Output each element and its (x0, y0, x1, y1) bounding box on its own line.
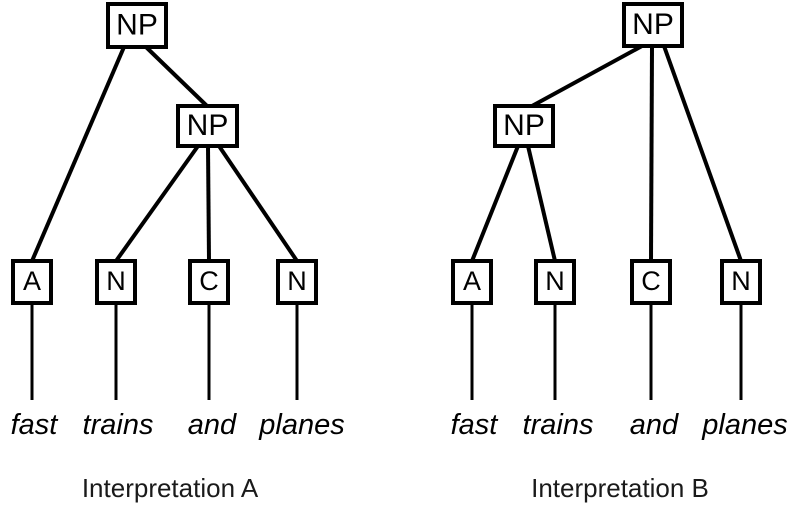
node-label-b-pos-n1: N (545, 266, 565, 296)
node-a-pos-c: C (188, 259, 230, 305)
node-label-b-pos-a: A (463, 266, 481, 296)
node-label-b-pos-n2: N (731, 266, 751, 296)
node-label-b-pos-c: C (641, 266, 661, 296)
word-label-interpretation-b-fast: fast (451, 409, 500, 441)
tree-edge-a-np-sub-to-a-pos-n1 (114, 144, 200, 263)
tree-edge-b-np-sub-to-b-pos-n1 (526, 145, 557, 262)
tree-edge-a-np-root-to-a-pos-a (30, 46, 126, 262)
node-b-pos-n1: N (534, 259, 576, 305)
node-label-a-np-root: NP (116, 8, 158, 41)
node-a-pos-n2: N (276, 259, 318, 305)
node-b-pos-c: C (630, 259, 672, 305)
word-label-interpretation-b-and: and (630, 409, 679, 441)
tree-edge-a-np-sub-to-a-pos-n2 (217, 144, 299, 263)
word-label-interpretation-b-trains: trains (523, 409, 594, 441)
node-box-a-pos-c (188, 259, 230, 305)
node-a-np-sub: NP (176, 104, 239, 148)
tree-edge-a-np-sub-to-a-pos-c (206, 145, 211, 262)
node-box-a-pos-a (11, 259, 53, 305)
node-a-pos-a: A (11, 259, 53, 305)
node-box-b-pos-c (630, 259, 672, 305)
node-label-a-pos-c: C (199, 266, 219, 296)
node-box-a-np-root (106, 2, 168, 49)
node-box-b-pos-n1 (534, 259, 576, 305)
node-a-pos-n1: N (95, 259, 137, 305)
node-label-a-np-sub: NP (187, 109, 229, 142)
node-box-a-pos-n2 (276, 259, 318, 305)
node-box-b-np-sub (493, 104, 555, 148)
node-a-np-root: NP (106, 2, 168, 49)
word-label-interpretation-a-and: and (188, 409, 237, 441)
node-box-a-np-sub (176, 104, 239, 148)
word-label-interpretation-b-planes: planes (701, 409, 787, 441)
node-b-pos-a: A (451, 259, 493, 305)
word-label-interpretation-a-trains: trains (83, 409, 154, 441)
node-label-b-np-sub: NP (503, 109, 545, 142)
tree-edge-b-np-sub-to-b-pos-a (470, 145, 520, 262)
caption-interpretation-a: Interpretation A (82, 473, 259, 503)
node-b-pos-n2: N (720, 259, 762, 305)
node-label-a-pos-n2: N (287, 266, 307, 296)
node-b-np-sub: NP (493, 104, 555, 148)
node-b-np-root: NP (622, 2, 684, 48)
tree-edge-a-np-root-to-a-np-sub (144, 45, 209, 108)
node-box-b-pos-n2 (720, 259, 762, 305)
node-box-a-pos-n1 (95, 259, 137, 305)
word-label-interpretation-a-planes: planes (258, 409, 344, 441)
caption-interpretation-b: Interpretation B (531, 473, 709, 503)
tree-edge-b-np-root-to-b-pos-c (649, 45, 654, 262)
node-box-b-np-root (622, 2, 684, 48)
node-label-a-pos-a: A (23, 266, 41, 296)
node-label-b-np-root: NP (632, 8, 674, 41)
word-label-interpretation-a-fast: fast (11, 409, 60, 441)
tree-edge-b-np-root-to-b-pos-n2 (662, 45, 743, 262)
node-label-a-pos-n1: N (106, 266, 126, 296)
tree-edge-b-np-root-to-b-np-sub (531, 44, 643, 108)
node-box-b-pos-a (451, 259, 493, 305)
